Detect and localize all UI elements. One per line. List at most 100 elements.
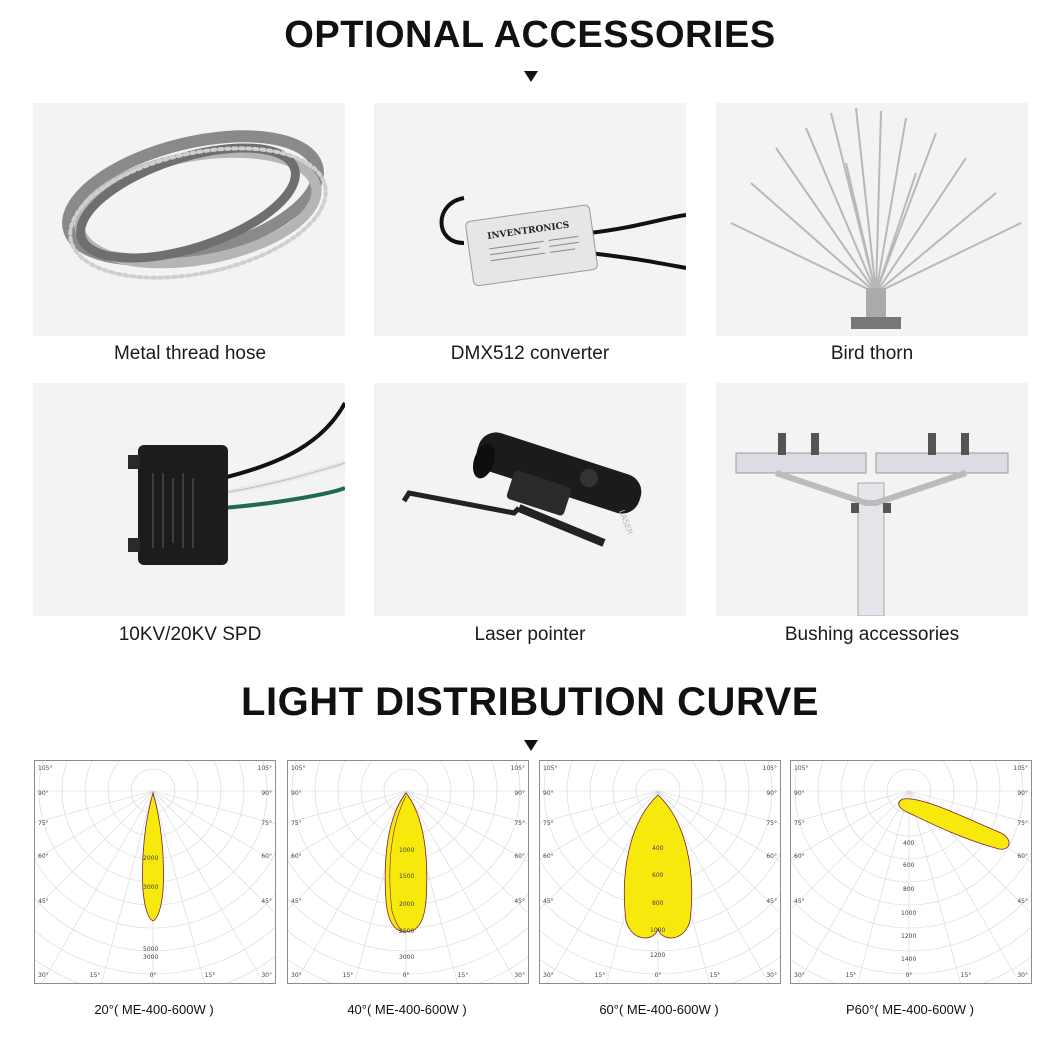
scale-label: 2000 [399,901,414,908]
polar-angle-label: 90° [794,790,805,797]
polar-angle-label: 15° [343,972,354,979]
polar-curve-chart: 105°105°90°90°75°75°60°60°45°45°30°15°0°… [34,760,276,984]
polar-grid-spoke [288,790,407,823]
accessory-caption: Metal thread hose [113,343,267,364]
accessory-caption: Bird thorn [830,343,914,364]
down-arrow-icon [524,71,538,82]
polar-angle-label: 75° [261,820,272,827]
curve-caption: 60°( ME-400-600W ) [599,1002,719,1017]
polar-grid-spoke [41,790,154,983]
scale-label: 3000 [143,954,158,961]
polar-angle-label: 90° [1017,790,1028,797]
polar-angle-label: 60° [766,853,777,860]
polar-angle-label: 15° [90,972,101,979]
bird-thorn-image [716,103,1028,336]
polar-angle-label: 60° [1017,853,1028,860]
scale-label: 1000 [901,910,916,917]
scale-label: 800 [652,900,664,907]
polar-angle-label: 60° [38,853,49,860]
polar-angle-label: 75° [766,820,777,827]
polar-angle-label: 30° [766,972,777,979]
metal-hose-image [33,103,345,336]
scale-label: 2500 [399,928,414,935]
polar-grid-spoke [657,790,780,825]
polar-angle-label: 60° [514,853,525,860]
polar-grid-spoke [791,790,910,823]
polar-angle-label: 15° [961,972,972,979]
polar-angle-label: 105° [38,765,52,772]
polar-grid-spoke [405,790,528,914]
polar-angle-label: 90° [261,790,272,797]
scale-label: 1200 [650,952,665,959]
polar-grid-spoke [152,790,275,825]
polar-angle-label: 105° [794,765,808,772]
polar-angle-label: 45° [261,898,272,905]
polar-grid-spoke [152,790,275,914]
polar-angle-label: 30° [261,972,272,979]
scale-label: 1400 [901,956,916,963]
polar-angle-label: 45° [1017,898,1028,905]
polar-grid-spoke [908,790,1021,983]
scale-label: 600 [903,862,915,869]
polar-angle-label: 0° [150,972,157,979]
polar-angle-label: 30° [291,972,302,979]
polar-angle-label: 45° [291,898,302,905]
polar-angle-label: 105° [543,765,557,772]
polar-angle-label: 105° [763,765,777,772]
scale-label: 2000 [143,855,158,862]
polar-angle-label: 15° [205,972,216,979]
polar-grid-spoke [540,790,659,860]
polar-angle-label: 30° [1017,972,1028,979]
polar-angle-label: 105° [291,765,305,772]
polar-grid-spoke [405,790,528,825]
scale-label: 800 [903,886,915,893]
polar-angle-label: 0° [403,972,410,979]
bushing-accessories-image [716,383,1028,616]
polar-grid-spoke [288,790,407,910]
polar-angle-label: 15° [458,972,469,979]
distribution-heading: LIGHT DISTRIBUTION CURVE [241,680,819,724]
polar-angle-label: 60° [543,853,554,860]
scale-label: 400 [652,845,664,852]
polar-grid-spoke [791,790,910,860]
polar-angle-label: 105° [258,765,272,772]
polar-angle-label: 15° [595,972,606,979]
polar-angle-label: 90° [543,790,554,797]
scale-label: 3000 [399,954,414,961]
polar-grid-spoke [405,790,518,983]
polar-angle-label: 30° [794,972,805,979]
polar-angle-label: 60° [261,853,272,860]
polar-grid-spoke [546,790,659,983]
polar-angle-label: 75° [291,820,302,827]
scale-label: 3000 [143,884,158,891]
polar-grid-spoke [294,790,407,983]
polar-angle-label: 30° [514,972,525,979]
polar-curve-chart: 105°105°90°90°75°75°60°60°45°45°30°15°0°… [287,760,529,984]
polar-angle-label: 0° [655,972,662,979]
accessories-heading: OPTIONAL ACCESSORIES [284,14,776,56]
scale-label: 600 [652,872,664,879]
scale-label: 5000 [143,946,158,953]
polar-angle-label: 30° [38,972,49,979]
polar-angle-label: 60° [291,853,302,860]
scale-label: 1000 [650,927,665,934]
polar-angle-label: 45° [543,898,554,905]
laser-marking-label: LASER [617,509,634,537]
scale-label: 1200 [901,933,916,940]
polar-grid-spoke [35,790,154,910]
polar-grid-spoke [797,790,910,983]
curve-caption: 20°( ME-400-600W ) [94,1002,214,1017]
polar-angle-label: 90° [514,790,525,797]
polar-curve-chart: 105°105°90°90°75°75°60°60°45°45°30°15°0°… [539,760,781,984]
polar-angle-label: 45° [38,898,49,905]
polar-grid-spoke [791,790,910,910]
curve-caption: 40°( ME-400-600W ) [347,1002,467,1017]
polar-grid-spoke [657,790,780,914]
polar-grid-spoke [857,790,910,983]
accessory-caption: Bushing accessories [784,624,960,645]
polar-grid-spoke [657,790,780,862]
polar-grid-spoke [908,790,1031,825]
scale-label: 1000 [399,847,414,854]
polar-angle-label: 15° [846,972,857,979]
polar-angle-label: 90° [766,790,777,797]
